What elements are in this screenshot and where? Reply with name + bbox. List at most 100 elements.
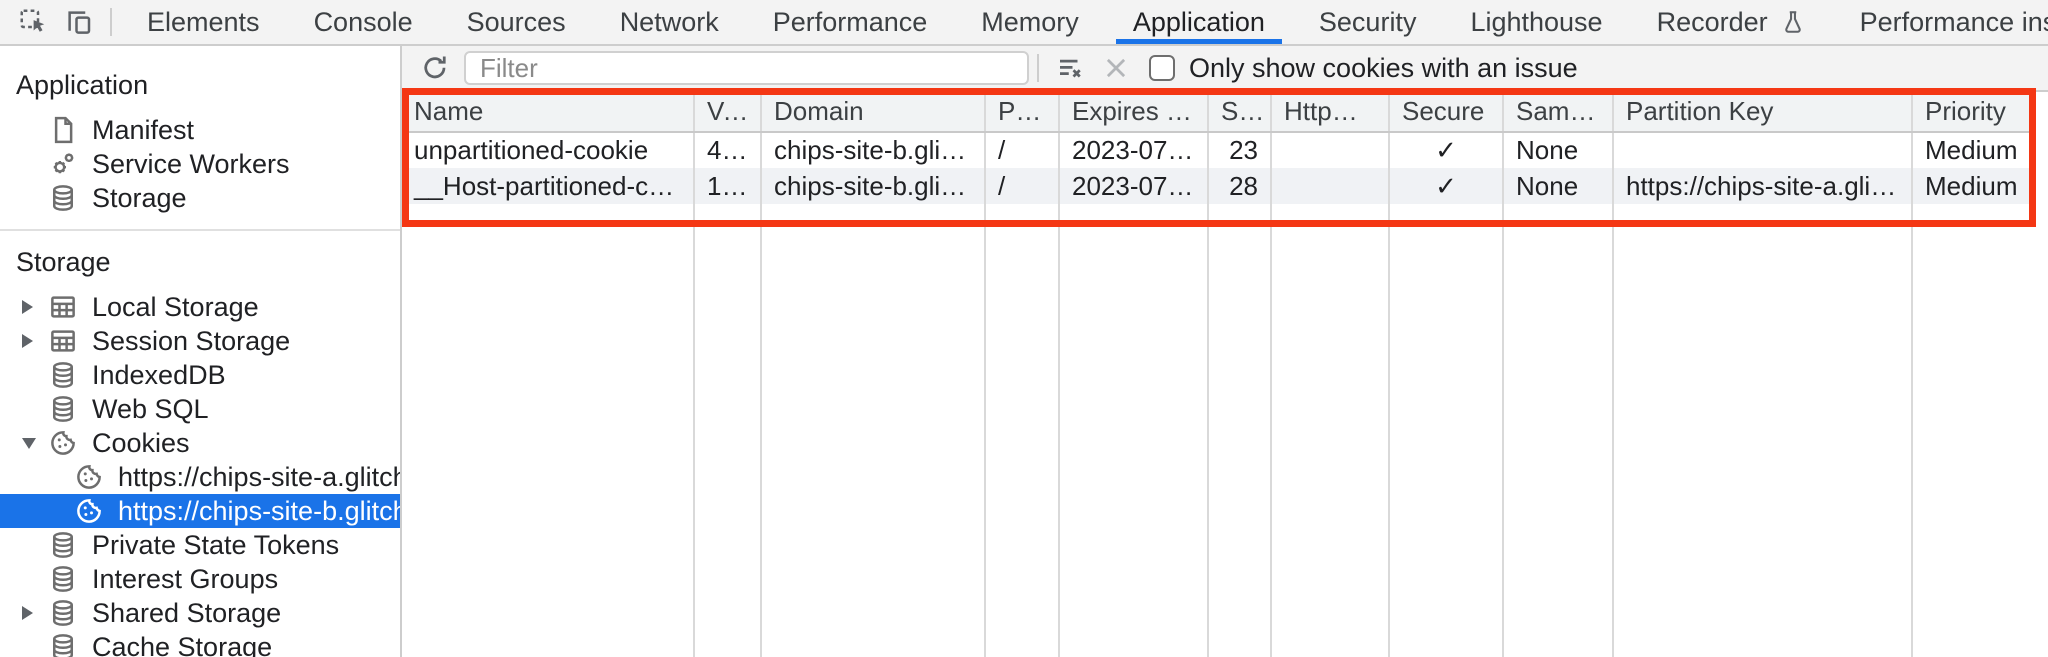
device-toolbar-icon[interactable]	[56, 1, 102, 43]
cell-httponly	[1271, 168, 1390, 204]
sidebar-divider	[0, 229, 400, 231]
column-header-name[interactable]: Name	[402, 92, 695, 133]
cookies-toolbar: Only show cookies with an issue	[402, 46, 2048, 92]
cookies-panel: Only show cookies with an issue NameValu…	[402, 46, 2048, 657]
tab-label: Sources	[466, 6, 566, 37]
sidebar-item-label: Shared Storage	[92, 597, 282, 628]
sidebar-section-title-storage: Storage	[16, 247, 111, 277]
column-header-partition-key[interactable]: Partition Key	[1613, 92, 1913, 133]
tab-label: Lighthouse	[1470, 6, 1603, 37]
cell-domain: chips-site-b.glitch.me	[761, 168, 986, 204]
cell-samesite: None	[1503, 132, 1614, 168]
tab-memory[interactable]: Memory	[954, 0, 1106, 44]
tree-arrow-collapsed-icon[interactable]	[22, 334, 33, 348]
toolbar-separator	[110, 8, 112, 36]
sidebar-item-label: Session Storage	[92, 325, 291, 356]
tree-arrow-collapsed-icon[interactable]	[22, 300, 33, 314]
column-header-domain[interactable]: Domain	[761, 92, 986, 133]
column-header-priority[interactable]: Priority	[1912, 92, 2036, 133]
sidebar-item-private-state-tokens[interactable]: Private State Tokens	[0, 528, 400, 562]
database-icon	[48, 183, 78, 213]
tab-label: Recorder	[1656, 6, 1768, 37]
file-icon	[48, 115, 78, 145]
tab-sources[interactable]: Sources	[440, 0, 593, 44]
sidebar-item-manifest[interactable]: Manifest	[0, 113, 400, 147]
issue-filter-label: Only show cookies with an issue	[1189, 52, 1578, 83]
tab-elements[interactable]: Elements	[120, 0, 287, 44]
cookie-icon	[74, 496, 104, 526]
refresh-icon[interactable]	[412, 47, 458, 89]
tab-console[interactable]: Console	[287, 0, 440, 44]
cell-partition-key	[1613, 132, 1913, 168]
cell-expires-m: 2023-07-07...	[1059, 132, 1209, 168]
column-header-secure[interactable]: Secure	[1389, 92, 1504, 133]
sidebar-item-https-chips-site-b-glitch-me[interactable]: https://chips-site-b.glitch.me	[0, 494, 400, 528]
tab-label: Network	[619, 6, 719, 37]
tab-label: Application	[1132, 6, 1265, 37]
sidebar-item-service-workers[interactable]: Service Workers	[0, 147, 400, 181]
tab-label: Memory	[981, 6, 1079, 37]
sidebar-item-shared-storage[interactable]: Shared Storage	[0, 596, 400, 630]
issue-filter-checkbox[interactable]	[1149, 55, 1175, 81]
filter-input[interactable]	[464, 51, 1029, 85]
panel-tabs: Elements Console Sources Network Performance…	[120, 0, 2048, 44]
tab-performance-insights[interactable]: Performance insights	[1833, 0, 2048, 44]
clear-all-cookies-icon[interactable]	[1047, 47, 1093, 89]
sidebar-item-label: Manifest	[92, 114, 195, 145]
sidebar-item-label: Cookies	[92, 427, 190, 458]
sidebar-item-label: Storage	[92, 182, 187, 213]
sidebar-item-label: IndexedDB	[92, 359, 226, 390]
cell-secure: ✓	[1389, 132, 1504, 168]
delete-selected-icon[interactable]	[1093, 47, 1139, 89]
cookie-table: NameValueDomainPathExpires / M...SizeHtt…	[402, 92, 2036, 657]
column-header-httponly[interactable]: HttpOnly	[1271, 92, 1390, 133]
cell-partition-key: https://chips-site-a.glitch.me	[1613, 168, 1913, 204]
cookie-icon	[48, 428, 78, 458]
sidebar-item-web-sql[interactable]: Web SQL	[0, 392, 400, 426]
column-header-path[interactable]: Path	[985, 92, 1060, 133]
sidebar-item-cache-storage[interactable]: Cache Storage	[0, 630, 400, 657]
cell-value: 456	[694, 132, 762, 168]
database-icon	[48, 360, 78, 390]
sidebar-item-session-storage[interactable]: Session Storage	[0, 324, 400, 358]
table-icon	[48, 292, 78, 322]
database-icon	[48, 530, 78, 560]
sidebar-item-cookies[interactable]: Cookies	[0, 426, 400, 460]
sidebar-item-label: Interest Groups	[92, 563, 279, 594]
sidebar-item-https-chips-site-a-glitch-me[interactable]: https://chips-site-a.glitch.me	[0, 460, 400, 494]
column-header-size[interactable]: Size	[1208, 92, 1272, 133]
tab-performance[interactable]: Performance	[746, 0, 955, 44]
tree-arrow-expanded-icon[interactable]	[22, 437, 36, 449]
column-header-samesite[interactable]: SameSite	[1503, 92, 1614, 133]
tab-label: Elements	[147, 6, 260, 37]
toolbar-separator	[1037, 54, 1039, 82]
sidebar-item-interest-groups[interactable]: Interest Groups	[0, 562, 400, 596]
column-header-value[interactable]: Value	[694, 92, 762, 133]
sidebar-item-local-storage[interactable]: Local Storage	[0, 290, 400, 324]
tab-application[interactable]: Application	[1106, 0, 1292, 44]
tab-recorder[interactable]: Recorder	[1630, 0, 1833, 44]
cell-secure: ✓	[1389, 168, 1504, 204]
inspect-element-icon[interactable]	[10, 1, 56, 43]
sidebar-item-label: Private State Tokens	[92, 529, 340, 560]
cookie-icon	[74, 462, 104, 492]
tree-arrow-collapsed-icon[interactable]	[22, 606, 33, 620]
cell-priority: Medium	[1925, 135, 2018, 165]
sidebar-item-indexeddb[interactable]: IndexedDB	[0, 358, 400, 392]
tab-network[interactable]: Network	[593, 0, 746, 44]
database-icon	[48, 564, 78, 594]
tab-label: Console	[313, 6, 413, 37]
sidebar-item-label: Web SQL	[92, 393, 209, 424]
cookie-table-area: NameValueDomainPathExpires / M...SizeHtt…	[402, 88, 2048, 657]
column-header-expires-m[interactable]: Expires / M...	[1059, 92, 1209, 133]
tab-lighthouse[interactable]: Lighthouse	[1443, 0, 1629, 44]
database-icon	[48, 598, 78, 628]
table-icon	[48, 326, 78, 356]
sidebar-item-storage[interactable]: Storage	[0, 181, 400, 215]
database-icon	[48, 394, 78, 424]
tab-security[interactable]: Security	[1292, 0, 1444, 44]
sidebar-item-label: Service Workers	[92, 148, 290, 179]
